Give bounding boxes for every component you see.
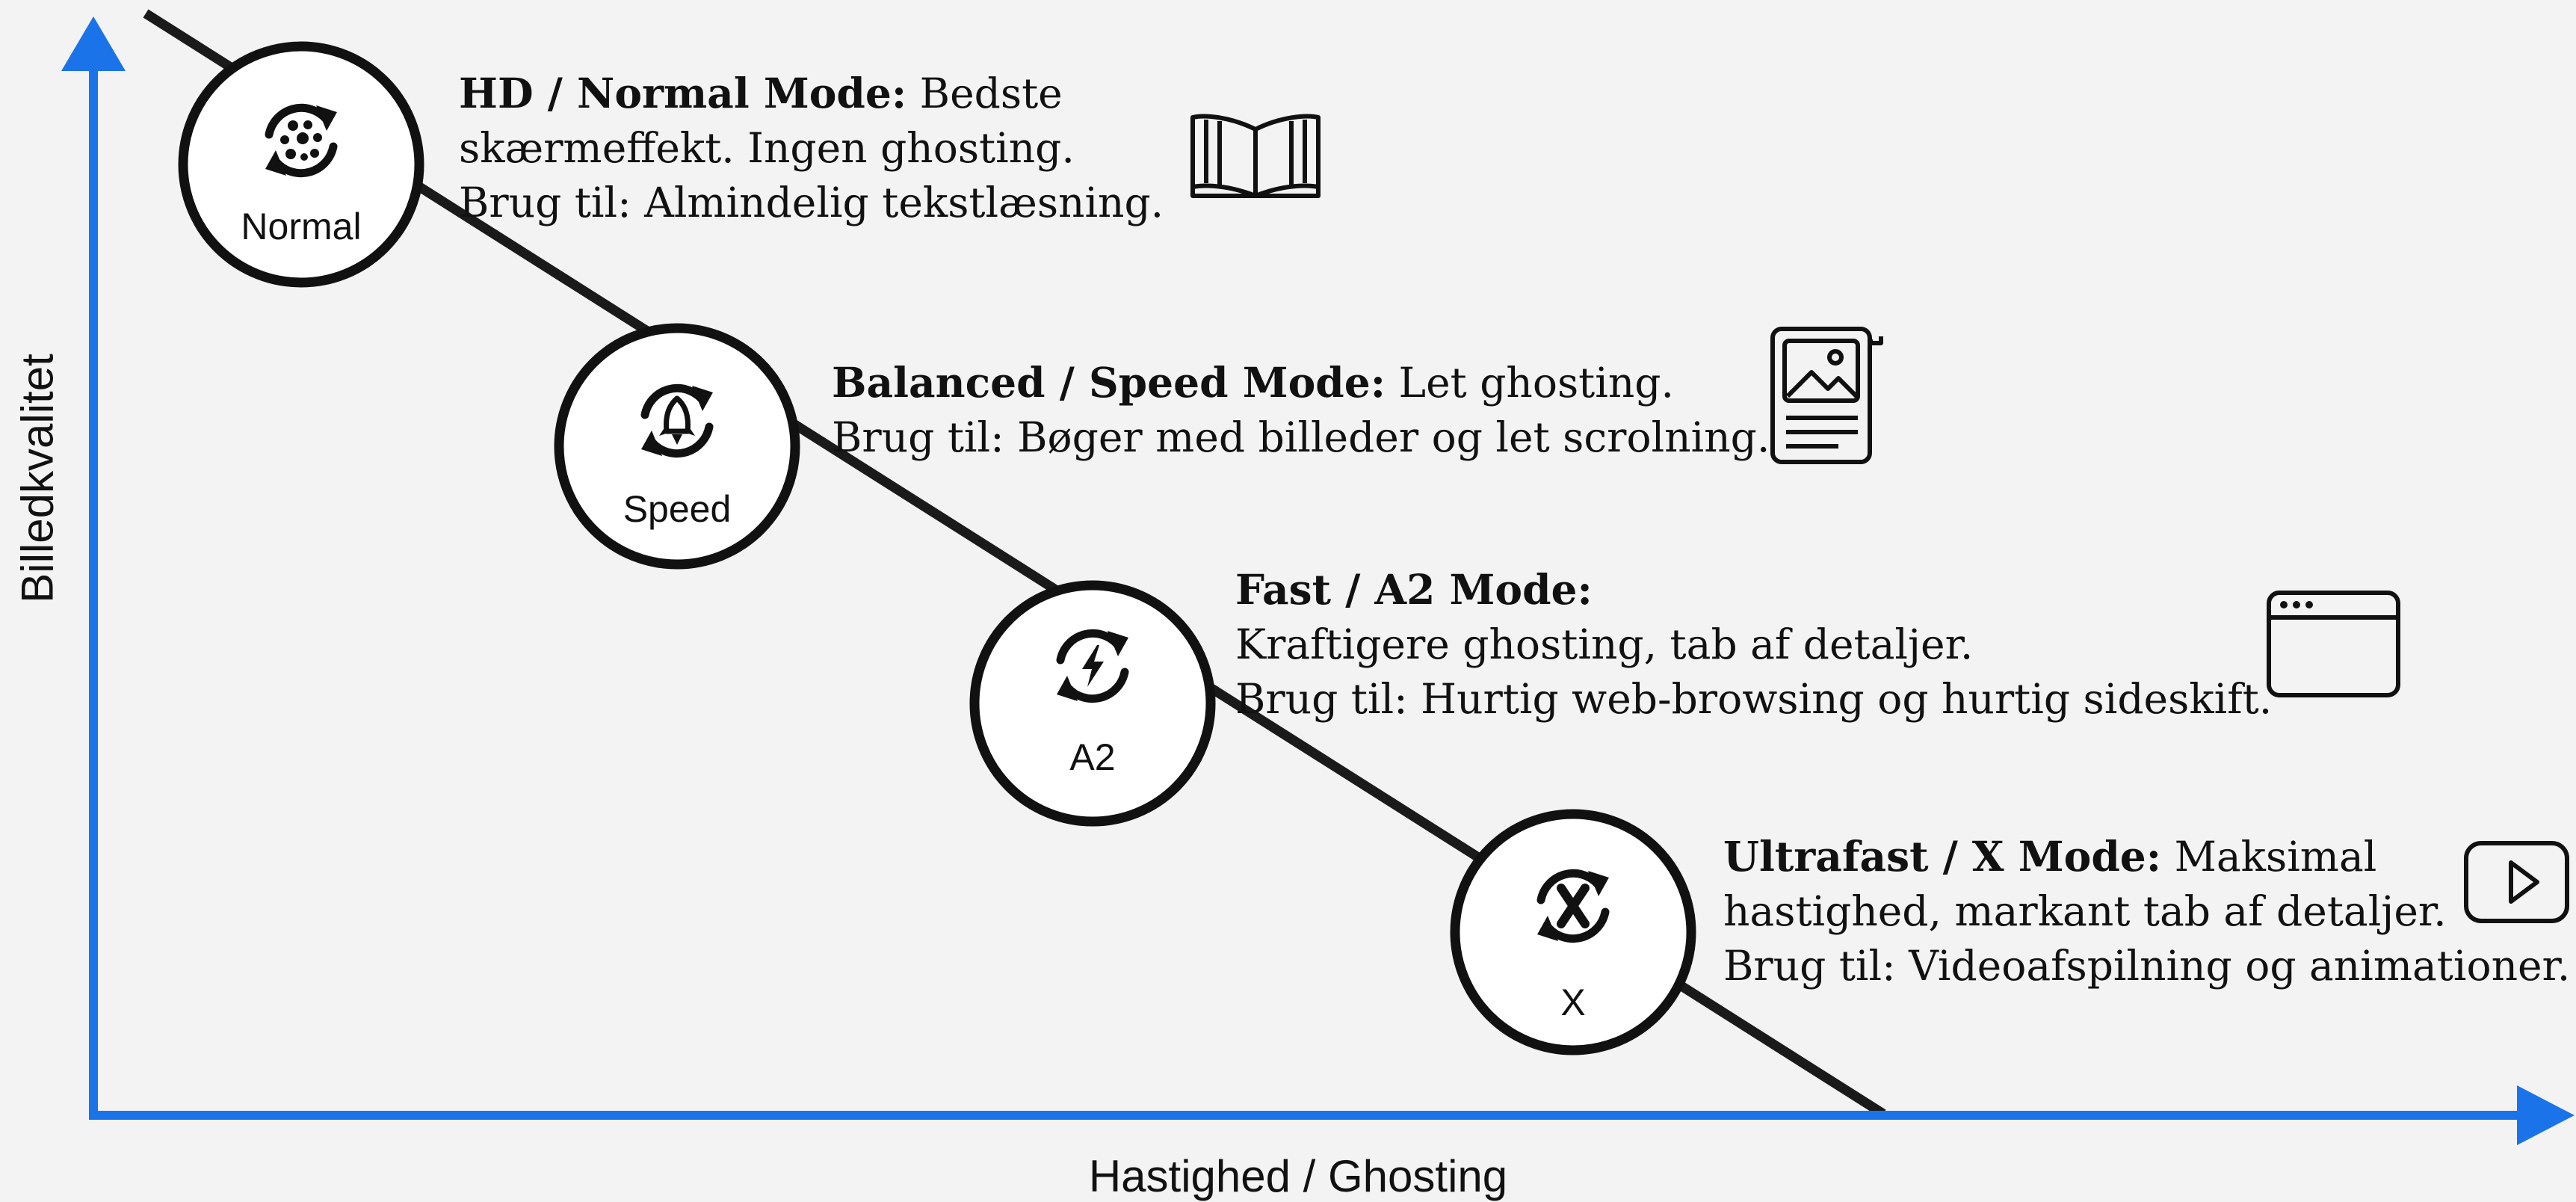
mode-title: Ultrafast / X Mode: [1723,832,2162,881]
y-axis-arrowhead [61,16,126,71]
x-axis-title: Hastighed / Ghosting [1088,1151,1508,1201]
mode-title: Fast / A2 Mode: [1235,565,1593,614]
x-axis-arrowhead [2517,1085,2575,1145]
node-x: X [1450,809,1696,1055]
browser-window-icon [2267,591,2400,697]
open-book-icon [1190,114,1321,198]
node-speed: Speed [554,323,800,570]
rocket-refresh-icon [641,386,713,456]
y-axis-title: Billedkvalitet [12,354,63,603]
mode-title: Balanced / Speed Mode: [832,358,1386,407]
mode-line: Kraftigere ghosting, tab af detaljer. [1235,620,1974,668]
mode-lead: Bedste [919,70,1063,117]
mode-title: HD / Normal Mode: [459,69,907,117]
x-refresh-icon [1537,871,1609,941]
mode-line: skærmeffekt. Ingen ghosting. [459,124,1075,172]
mode-line: hastighed, markant tab af detaljer. [1723,887,2447,935]
mode-desc-a2: Fast / A2 Mode: Kraftigere ghosting, tab… [1235,562,2272,727]
mode-line: Brug til: Videoafspilning og animationer… [1723,942,2571,990]
mode-line: Brug til: Hurtig web-browsing og hurtig … [1235,675,2273,723]
node-label-normal: Normal [241,206,361,247]
mode-lead: Let ghosting. [1398,359,1674,407]
image-document-icon [1770,327,1883,464]
video-play-icon [2464,841,2569,923]
dots-refresh-icon [265,105,337,176]
node-label-a2: A2 [1069,736,1115,778]
node-normal: Normal [178,41,424,288]
node-a2: A2 [969,580,1216,827]
node-label-speed: Speed [623,488,732,530]
node-label-x: X [1560,981,1585,1023]
mode-desc-normal: HD / Normal Mode: Bedste skærmeffekt. In… [459,66,1164,230]
mode-desc-x: Ultrafast / X Mode: Maksimal hastighed, … [1723,829,2570,993]
mode-lead: Maksimal [2174,833,2377,881]
lightning-refresh-icon [1057,631,1128,701]
mode-line: Brug til: Almindelig tekstlæsning. [459,179,1164,226]
mode-line: Brug til: Bøger med billeder og let scro… [832,413,1770,461]
mode-desc-speed: Balanced / Speed Mode: Let ghosting. Bru… [832,355,1770,465]
